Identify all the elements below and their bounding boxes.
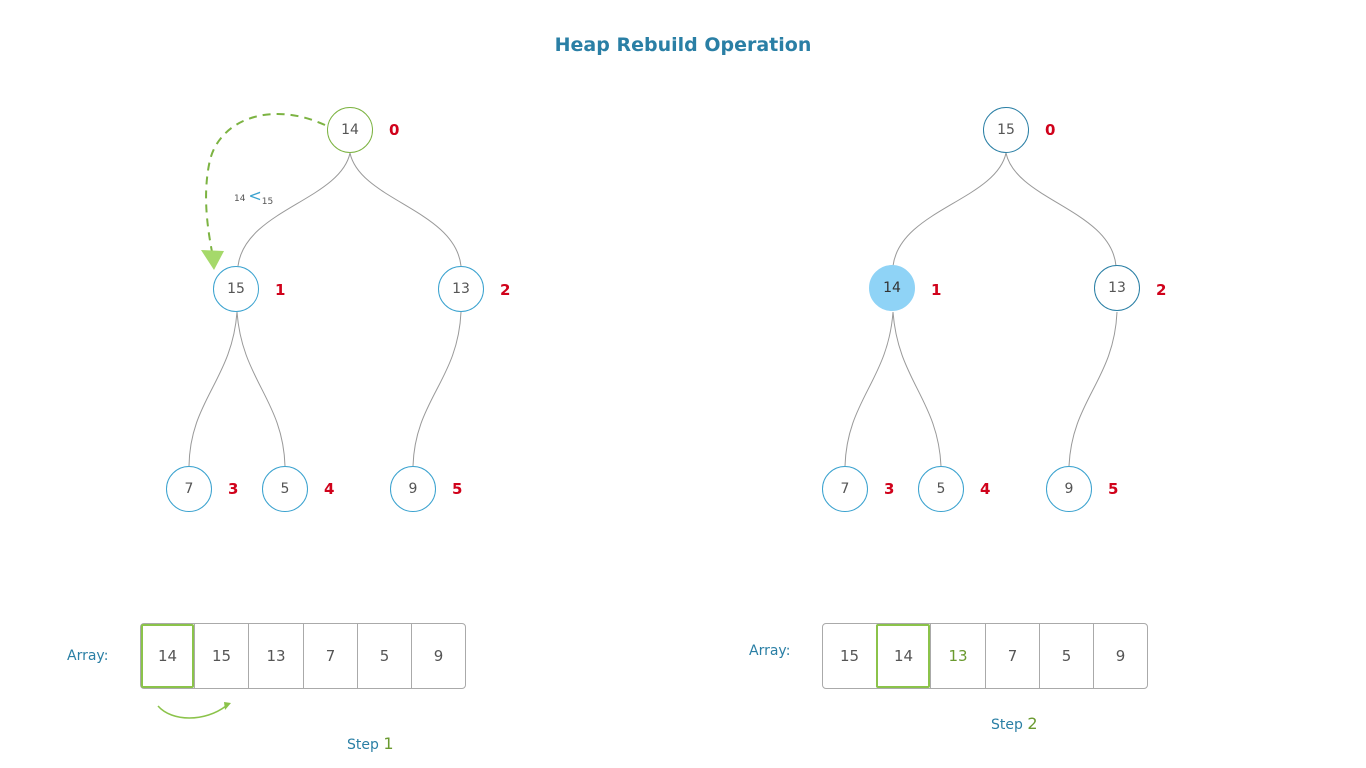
comparison-operator: < bbox=[248, 186, 262, 205]
array-cell-active: 14 bbox=[876, 624, 930, 688]
array-cell-active: 14 bbox=[141, 624, 194, 688]
tree-node: 7 bbox=[822, 466, 868, 512]
tree-node: 9 bbox=[390, 466, 436, 512]
node-index-label: 4 bbox=[980, 480, 991, 498]
step-label: Step bbox=[991, 717, 1023, 733]
step-caption: Step 1 bbox=[347, 734, 394, 753]
array-cell: 5 bbox=[1039, 624, 1093, 688]
array-row: 14 15 13 7 5 9 bbox=[140, 623, 466, 689]
node-index-label: 2 bbox=[1156, 281, 1167, 299]
tree-node: 13 bbox=[1094, 265, 1140, 311]
step-number: 2 bbox=[1027, 714, 1038, 733]
tree-node: 5 bbox=[918, 466, 964, 512]
edge-1-4 bbox=[892, 311, 942, 467]
array-move-arrow bbox=[157, 705, 227, 719]
array-cell: 15 bbox=[839, 647, 860, 665]
edge-1-3 bbox=[844, 311, 894, 467]
edge-0-1 bbox=[892, 152, 1007, 267]
array-move-arrowhead bbox=[224, 702, 231, 710]
edge-2-5 bbox=[412, 311, 462, 467]
tree-node-swapped: 14 bbox=[869, 265, 915, 311]
comparison-left: 14 bbox=[234, 194, 246, 204]
array-cell: 7 bbox=[303, 624, 357, 688]
node-index-label: 5 bbox=[1108, 480, 1119, 498]
array-cell: 15 bbox=[194, 624, 248, 688]
step-caption: Step 2 bbox=[991, 714, 1038, 733]
comparison-note: 14 <15 bbox=[234, 186, 274, 207]
array-cell: 9 bbox=[411, 624, 465, 688]
step-label: Step bbox=[347, 737, 379, 753]
tree-node: 15 bbox=[983, 107, 1029, 153]
edge-0-1 bbox=[237, 152, 351, 267]
tree-node: 7 bbox=[166, 466, 212, 512]
array-cell: 13 bbox=[248, 624, 303, 688]
swap-arrowhead bbox=[201, 250, 224, 270]
node-index-label: 4 bbox=[324, 480, 335, 498]
page-title: Heap Rebuild Operation bbox=[554, 34, 812, 56]
edge-2-5 bbox=[1068, 311, 1118, 467]
array-row: 15 14 13 7 5 9 bbox=[822, 623, 1148, 689]
swap-arrow bbox=[205, 112, 326, 253]
tree-node: 15 bbox=[213, 266, 259, 312]
node-index-label: 3 bbox=[228, 480, 239, 498]
node-index-label: 1 bbox=[931, 281, 942, 299]
comparison-right: 15 bbox=[261, 197, 274, 207]
edge-1-4 bbox=[236, 311, 286, 467]
tree-node: 13 bbox=[438, 266, 484, 312]
tree-node: 9 bbox=[1046, 466, 1092, 512]
edge-0-2 bbox=[349, 152, 462, 267]
array-cell: 5 bbox=[357, 624, 411, 688]
array-label: Array: bbox=[67, 648, 109, 664]
array-cell: 7 bbox=[985, 624, 1039, 688]
tree-node: 5 bbox=[262, 466, 308, 512]
node-index-label: 0 bbox=[389, 121, 400, 139]
node-index-label: 2 bbox=[500, 281, 511, 299]
step-number: 1 bbox=[383, 734, 394, 753]
node-index-label: 0 bbox=[1045, 121, 1056, 139]
edge-0-2 bbox=[1005, 152, 1117, 267]
edge-1-3 bbox=[188, 311, 238, 467]
node-index-label: 3 bbox=[884, 480, 895, 498]
node-index-label: 1 bbox=[275, 281, 286, 299]
node-index-label: 5 bbox=[452, 480, 463, 498]
array-cell: 13 bbox=[930, 624, 985, 688]
tree-node: 14 bbox=[327, 107, 373, 153]
array-cell: 9 bbox=[1093, 624, 1147, 688]
array-label: Array: bbox=[749, 643, 791, 659]
